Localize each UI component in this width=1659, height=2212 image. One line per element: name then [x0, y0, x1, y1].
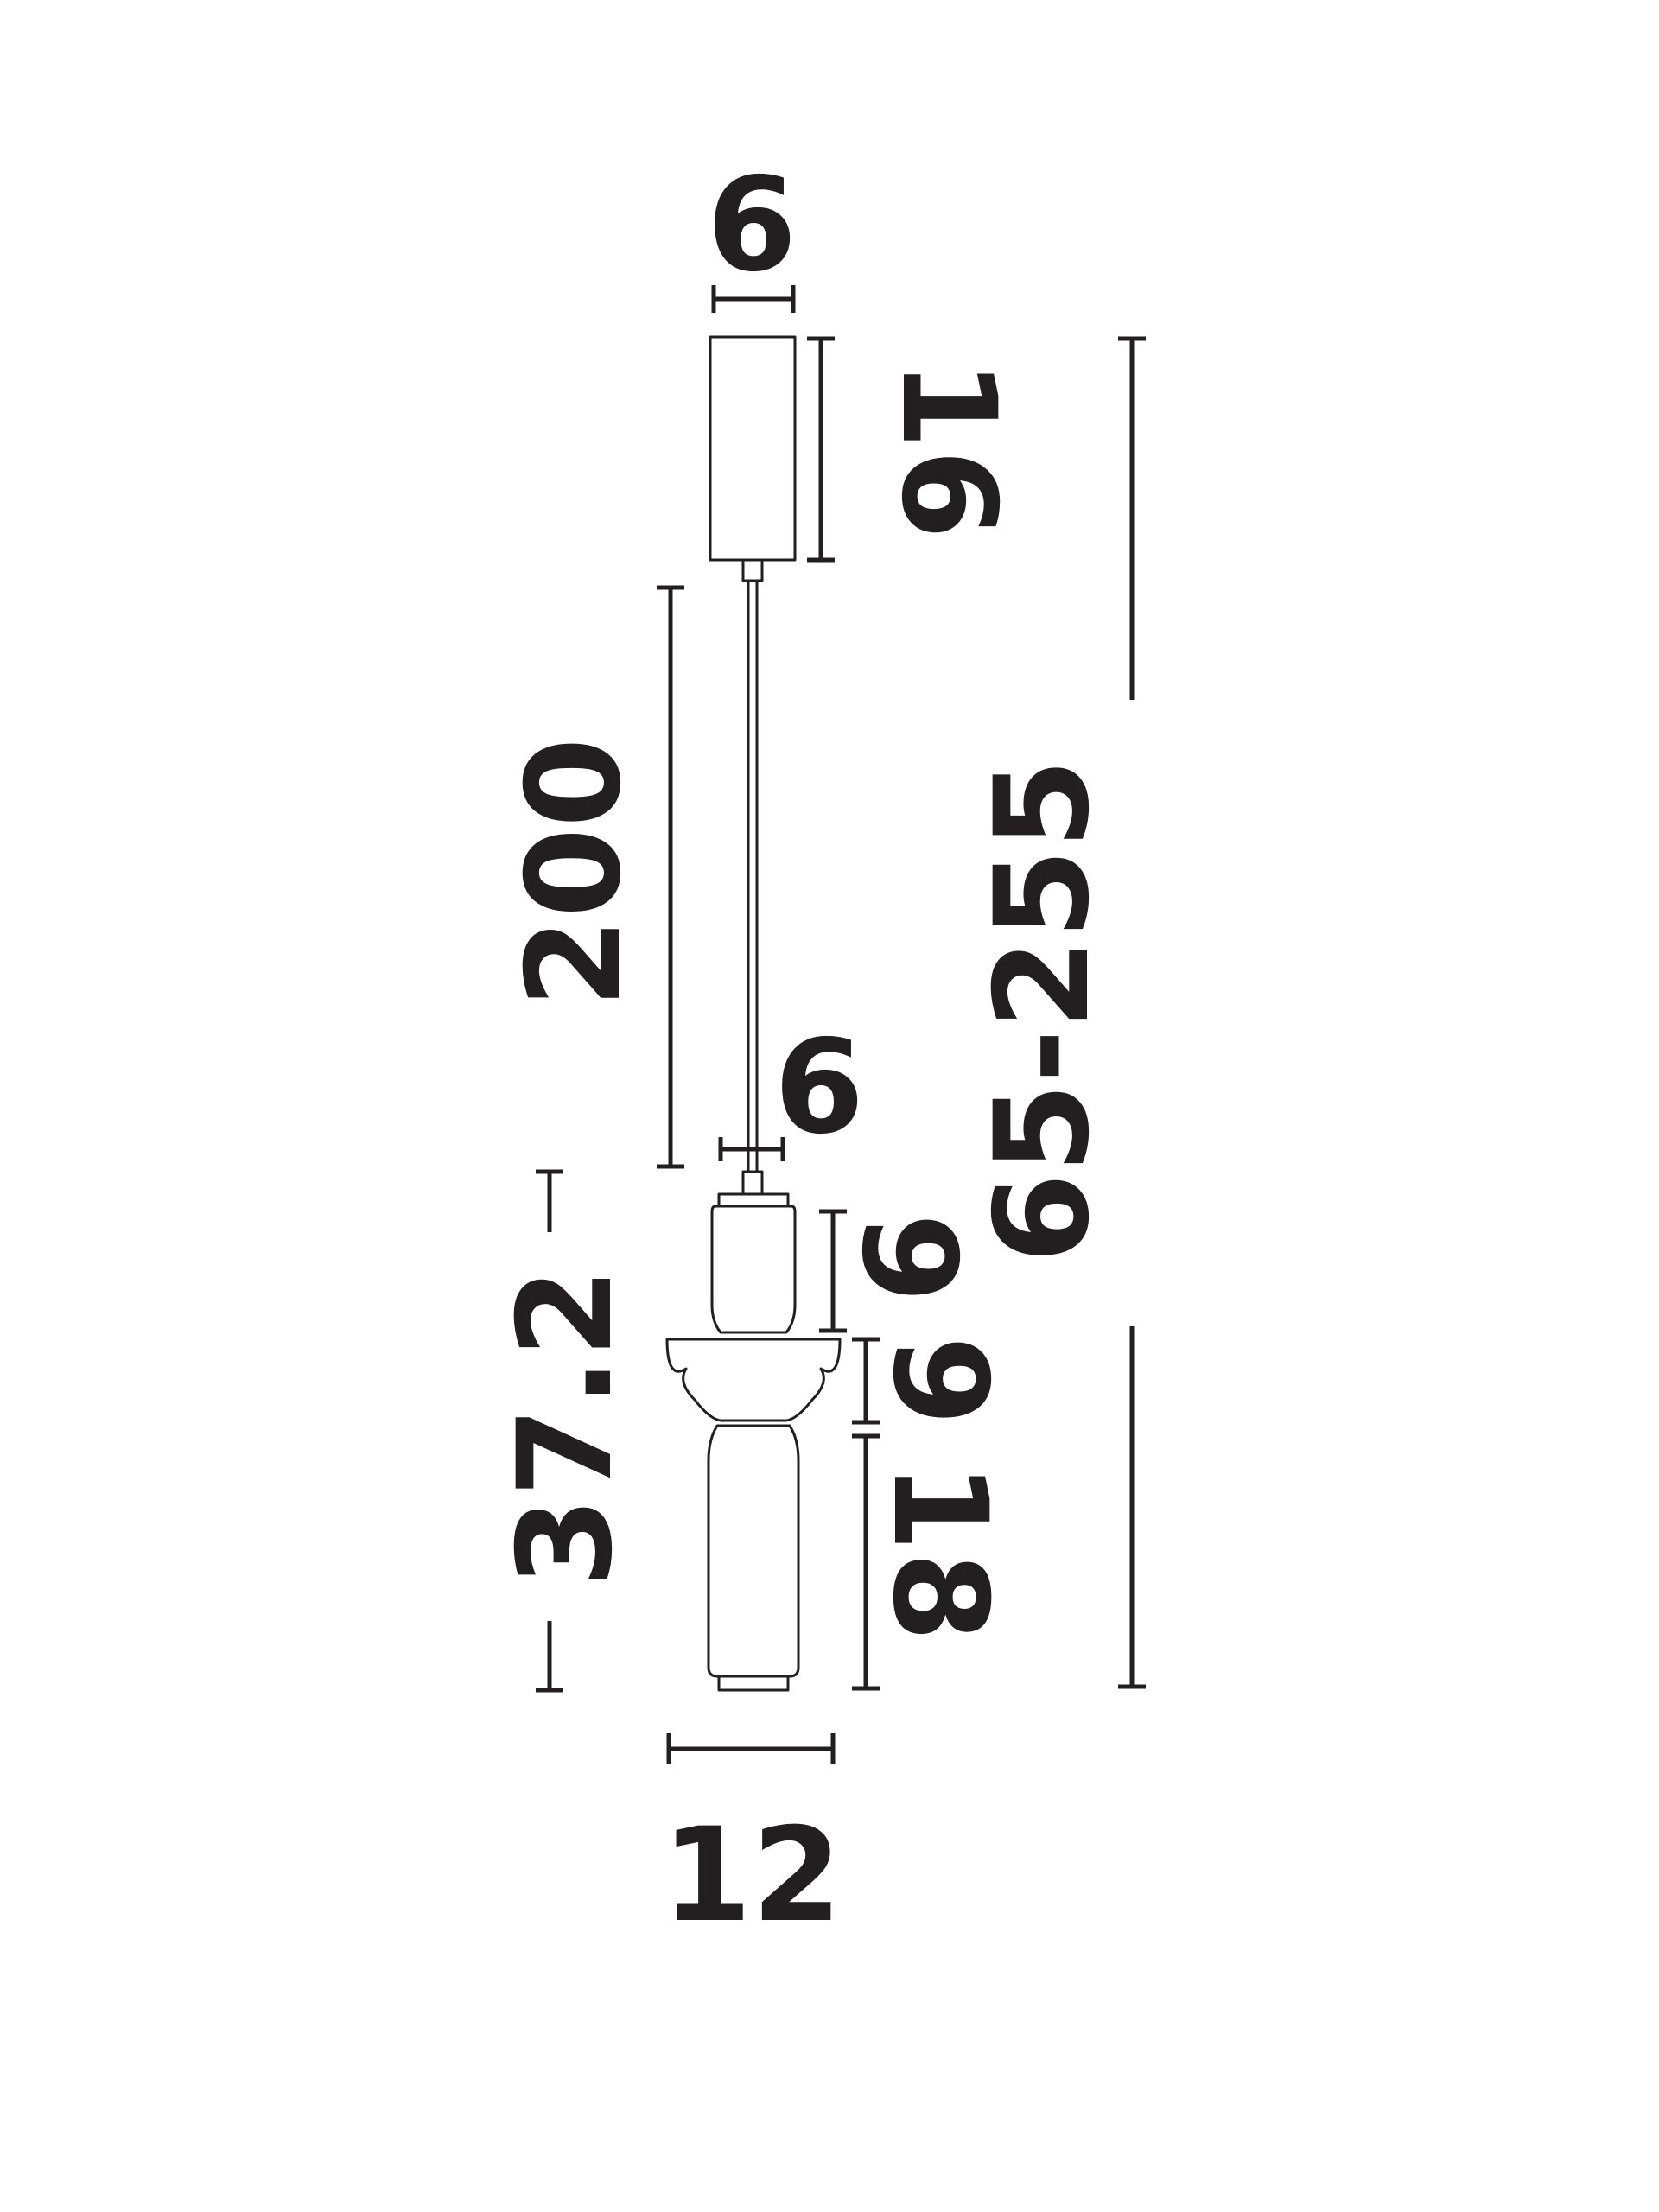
bowl: [665, 1338, 842, 1422]
connector: [741, 1170, 764, 1196]
canopy: [709, 335, 797, 562]
dim-lower-body-height: [852, 1433, 880, 1691]
dim-shade-width: [666, 1733, 836, 1764]
label-cable-adjust: 65-255: [968, 759, 1118, 1263]
bottom-ring: [717, 1675, 790, 1692]
dim-cable-length: [657, 585, 684, 1169]
label-shade-width: 12: [662, 1801, 842, 1951]
label-lower-body-height: 18: [864, 1462, 1014, 1643]
dim-bowl-height: [852, 1337, 880, 1425]
label-upper-body-height: 9: [833, 1213, 983, 1303]
cable-grip-top: [741, 558, 764, 582]
label-canopy-height: 16: [873, 359, 1023, 540]
dimension-labels: 6 16 200 65-255 6 37.2 9 9 18 12: [491, 150, 1118, 1951]
dim-shade-height-lower: [536, 1621, 563, 1693]
upper-body: [710, 1205, 797, 1334]
label-canopy-width: 6: [707, 150, 797, 301]
lower-body: [707, 1424, 800, 1678]
dim-cable-adjust-lower: [1118, 1326, 1146, 1689]
dimension-lines: [536, 285, 1146, 1764]
label-cable-length: 200: [499, 737, 650, 1007]
dim-canopy-width: [711, 285, 796, 313]
dim-shade-height-upper: [536, 1169, 563, 1232]
dim-upper-body-height: [819, 1209, 847, 1333]
dim-canopy-height: [807, 336, 835, 563]
dim-cable-adjust-upper: [1118, 336, 1146, 700]
lamp-outline: [665, 335, 842, 1692]
label-bowl-height: 9: [864, 1336, 1014, 1426]
cap: [717, 1192, 790, 1208]
dim-connector-width: [718, 1137, 785, 1161]
label-connector-width: 6: [774, 1013, 864, 1163]
label-shade-total-height: 37.2: [491, 1268, 641, 1587]
